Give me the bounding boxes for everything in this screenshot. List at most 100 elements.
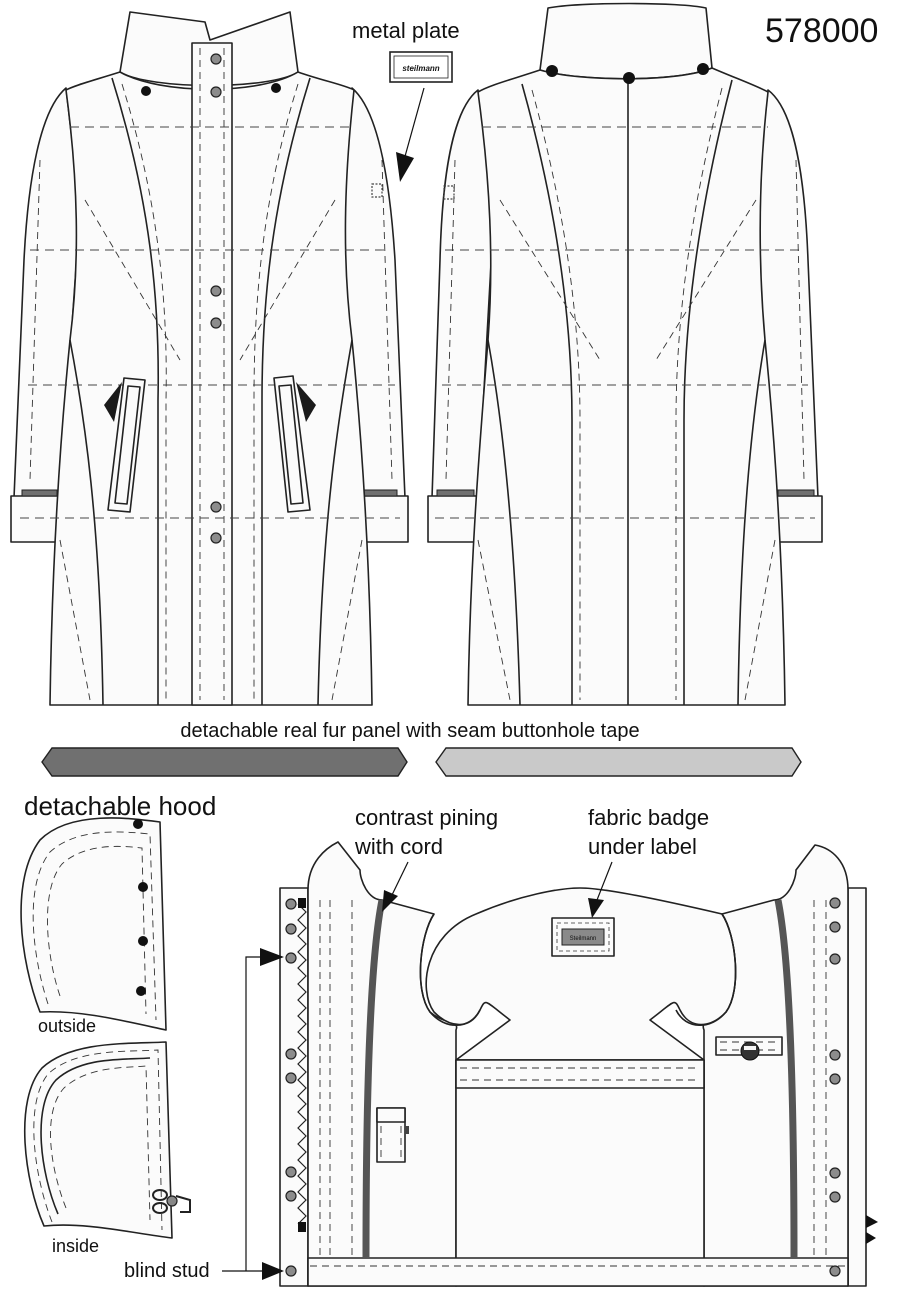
stitch-line bbox=[795, 159, 805, 481]
inner-pocket-left bbox=[376, 1107, 409, 1163]
stud-icon bbox=[285, 898, 297, 910]
zipper-stop bbox=[298, 898, 306, 908]
front-left-cuff bbox=[10, 495, 62, 543]
piping-label-line1: contrast pining bbox=[355, 805, 498, 830]
stud-icon bbox=[829, 1191, 841, 1203]
back-collar bbox=[539, 2, 713, 80]
badge-label-line2: under label bbox=[588, 834, 697, 859]
callout-arrow bbox=[260, 948, 284, 966]
button-icon bbox=[210, 317, 222, 329]
button-icon bbox=[210, 501, 222, 513]
stitch-line bbox=[445, 159, 456, 481]
coat-inside-view: Steilmann bbox=[279, 841, 878, 1287]
collar-stud-icon bbox=[271, 83, 281, 93]
stitch-line bbox=[59, 539, 91, 701]
front-placket bbox=[191, 42, 233, 706]
hood-stud-icon bbox=[136, 986, 146, 996]
callout-line bbox=[245, 956, 266, 1271]
pocket-flap-tab bbox=[296, 382, 316, 422]
stud-icon bbox=[285, 1166, 297, 1178]
edge-marker-icon bbox=[866, 1215, 878, 1228]
stitch-line bbox=[655, 199, 757, 361]
sleeve-plate-icon bbox=[371, 183, 383, 198]
stud-icon bbox=[829, 1049, 841, 1061]
callout-arrow bbox=[262, 1262, 284, 1280]
front-seam bbox=[261, 77, 311, 705]
stud-icon bbox=[285, 923, 297, 935]
stud-icon bbox=[285, 1048, 297, 1060]
blind-stud-callout: blind stud bbox=[124, 948, 284, 1282]
metal-plate-inner bbox=[393, 55, 449, 79]
collar-stud-icon bbox=[546, 65, 558, 77]
fur-panel-light bbox=[435, 747, 802, 777]
hood-inside bbox=[23, 1041, 191, 1239]
callout-line bbox=[596, 861, 613, 901]
piping-callout: contrast pining with cord bbox=[354, 805, 498, 912]
sleeve-plate-icon bbox=[443, 185, 455, 200]
stud-icon bbox=[285, 1072, 297, 1084]
stitch-line bbox=[499, 199, 601, 361]
hook-icon bbox=[152, 1189, 191, 1214]
blind-stud-label: blind stud bbox=[124, 1260, 210, 1282]
front-left-cuff-tab bbox=[21, 489, 58, 497]
blind-stud-icon bbox=[285, 1265, 297, 1277]
coat-front-view bbox=[10, 11, 409, 706]
collar-stud-icon bbox=[141, 86, 151, 96]
brand-label-text: Steilmann bbox=[570, 936, 597, 942]
right-welt-pocket bbox=[273, 375, 316, 513]
inside-back-yoke bbox=[425, 887, 737, 1061]
callout-arrow bbox=[382, 890, 398, 912]
badge-label-line1: fabric badge bbox=[588, 805, 709, 830]
back-left-sleeve bbox=[431, 89, 495, 499]
stitch-line bbox=[381, 159, 393, 481]
callout-line bbox=[391, 861, 409, 896]
model-number: 578000 bbox=[765, 12, 878, 50]
back-left-cuff-tab bbox=[436, 489, 475, 497]
stitch-line bbox=[675, 87, 723, 700]
front-seam bbox=[317, 339, 353, 706]
metal-plate-brand: steilmann bbox=[402, 64, 439, 73]
hood-stud-icon bbox=[138, 882, 148, 892]
zipper-icon bbox=[297, 903, 307, 1225]
button-icon bbox=[210, 53, 222, 65]
back-seam bbox=[737, 339, 766, 706]
stud-icon bbox=[829, 1073, 841, 1085]
edge-marker-icon bbox=[866, 1232, 876, 1244]
inner-pocket-right bbox=[715, 1036, 783, 1061]
front-right-cuff-tab bbox=[361, 489, 398, 497]
back-seam bbox=[487, 339, 521, 706]
collar-stud-icon bbox=[623, 72, 635, 84]
stud-icon bbox=[829, 921, 841, 933]
coat-back-view bbox=[427, 2, 823, 706]
armhole-curve bbox=[419, 913, 481, 1026]
callout-arrow bbox=[588, 898, 604, 918]
back-seam bbox=[683, 79, 733, 705]
hood-outside-label: outside bbox=[38, 1016, 96, 1036]
contrast-piping-left bbox=[362, 899, 386, 1259]
button-icon bbox=[210, 532, 222, 544]
back-right-cuff-tab bbox=[777, 489, 815, 497]
badge-callout: fabric badge under label bbox=[588, 805, 709, 918]
stud-icon bbox=[285, 952, 297, 964]
brand-label bbox=[561, 928, 605, 946]
armhole-curve bbox=[675, 913, 737, 1026]
inside-hem-band bbox=[307, 1257, 849, 1287]
stud-icon bbox=[829, 1167, 841, 1179]
fur-panel-dark bbox=[41, 747, 408, 777]
collar-stud-icon bbox=[697, 63, 709, 75]
fur-panel-label: detachable real fur panel with seam butt… bbox=[180, 720, 639, 742]
zipper-stop bbox=[298, 1222, 306, 1232]
metal-plate-callout: metal plate steilmann bbox=[352, 18, 460, 182]
back-seam bbox=[521, 83, 573, 705]
stitch-line bbox=[531, 89, 581, 700]
pocket-flap-tab bbox=[104, 382, 122, 422]
pocket-button-icon bbox=[740, 1041, 760, 1061]
hood-stud-icon bbox=[133, 819, 143, 829]
front-left-sleeve bbox=[13, 87, 81, 499]
stitch-line bbox=[29, 159, 41, 481]
piping-label-line2: with cord bbox=[354, 834, 443, 859]
back-hanger-tape bbox=[455, 1059, 705, 1089]
stud-icon bbox=[285, 1190, 297, 1202]
metal-plate-icon bbox=[389, 51, 453, 83]
